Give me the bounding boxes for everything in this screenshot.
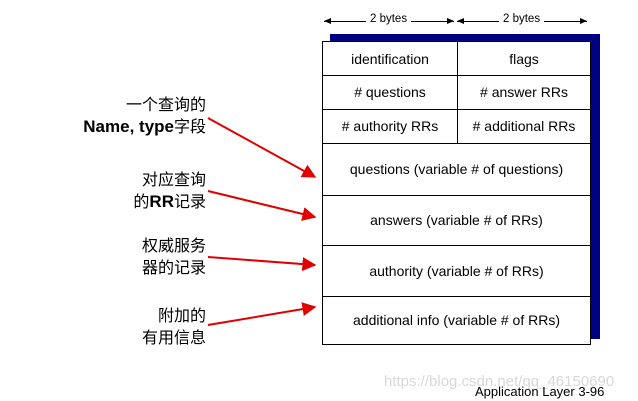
annotation-answers: 对应查询 的RR记录 — [133, 169, 206, 213]
byte-marker-right: 2 bytes — [457, 12, 587, 30]
annotation-rest: 记录 — [173, 192, 206, 211]
section-answers: answers (variable # of RRs) — [370, 212, 543, 228]
annotation-pre: 的 — [133, 192, 150, 211]
arrowhead-right-icon — [580, 18, 587, 24]
field-num-answer-rrs: # answer RRs — [480, 84, 568, 100]
byte-size-label: 2 bytes — [499, 13, 545, 25]
annotation-line: 器的记录 — [141, 258, 206, 277]
field-flags: flags — [509, 50, 539, 67]
annotation-authority: 权威服务 器的记录 — [142, 235, 206, 279]
byte-size-label: 2 bytes — [366, 13, 412, 25]
annotation-line: 的RR记录 — [133, 191, 206, 213]
arrow-to-additional — [207, 302, 317, 326]
section-authority: authority (variable # of RRs) — [369, 262, 544, 279]
annotation-rest: 字段 — [173, 117, 206, 136]
byte-marker-left: 2 bytes — [324, 12, 454, 30]
annotation-line: Name, type字段 — [83, 116, 206, 138]
annotation-additional: 附加的 有用信息 — [142, 305, 206, 349]
dns-message-format: identification flags # questions # answe… — [322, 41, 591, 345]
arrow-to-questions — [207, 117, 317, 178]
annotation-questions: 一个查询的 Name, type字段 — [83, 94, 206, 138]
annotation-bold: RR — [149, 192, 174, 211]
annotation-line: 有用信息 — [141, 328, 206, 347]
watermark: https://blog.csdn.net/qq_46150690 — [384, 373, 615, 390]
annotation-bold: Name, type — [83, 117, 174, 136]
annotation-line: 附加的 — [157, 306, 206, 325]
slide-footer: Application Layer 3-96 — [475, 384, 605, 399]
field-identification: identification — [351, 50, 429, 67]
section-additional: additional info (variable # of RRs) — [353, 312, 560, 328]
annotation-line: 对应查询 — [141, 170, 206, 189]
arrowhead-left-icon — [457, 18, 464, 24]
arrowhead-left-icon — [324, 18, 331, 24]
annotation-line: 一个查询的 — [125, 95, 206, 114]
field-num-questions: # questions — [354, 84, 426, 100]
field-num-authority-rrs: # authority RRs — [341, 118, 439, 134]
arrowhead-right-icon — [447, 18, 454, 24]
field-num-additional-rrs: # additional RRs — [472, 118, 576, 134]
arrow-to-authority — [207, 256, 317, 272]
section-questions: questions (variable # of questions) — [349, 161, 564, 177]
arrow-to-answers — [207, 190, 317, 221]
annotation-line: 权威服务 — [141, 236, 206, 255]
